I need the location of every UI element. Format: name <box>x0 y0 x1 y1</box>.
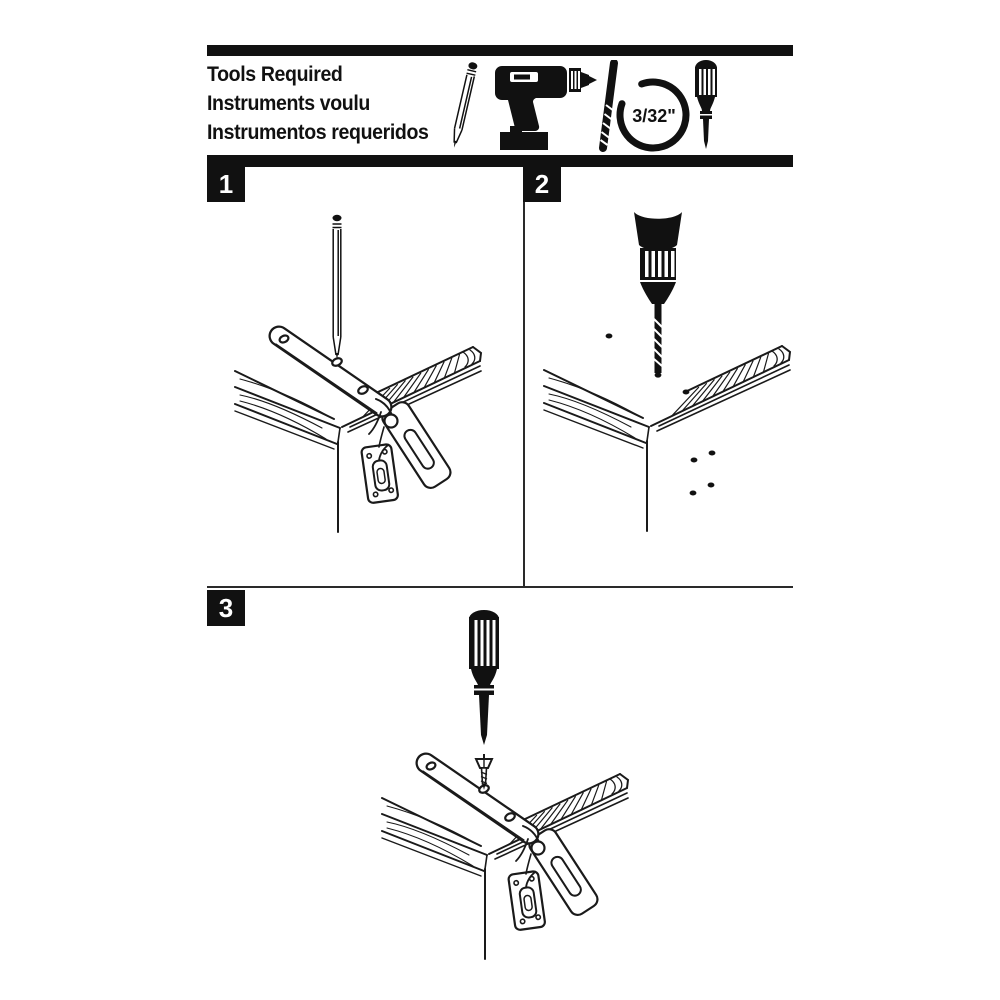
step-3-badge: 3 <box>207 590 245 626</box>
pencil-tool <box>332 214 342 360</box>
step-3-number: 3 <box>218 592 234 623</box>
screwdriver-icon <box>695 60 717 149</box>
wood-corner <box>234 346 482 533</box>
drill-icon <box>495 66 597 150</box>
hinge-assembly <box>276 334 454 503</box>
step-1-badge: 1 <box>207 166 245 202</box>
step-2-badge: 2 <box>523 166 561 202</box>
step-1-number: 1 <box>218 168 234 199</box>
title-line-es: Instrumentos requeridos <box>207 121 429 144</box>
size-ring <box>616 78 690 152</box>
panel-divider-vertical <box>523 167 525 587</box>
pilot-hole-marks <box>605 333 716 496</box>
header-top-bar <box>207 45 793 56</box>
header-bottom-bar <box>207 155 793 167</box>
drill-chuck-tool <box>634 212 682 378</box>
step-2-illustration <box>543 212 791 532</box>
hinge-assembly <box>423 761 601 930</box>
drill-bit-size-label: 3/32" <box>632 106 676 126</box>
screw <box>474 754 494 790</box>
title-line-en: Tools Required <box>207 63 343 86</box>
drill-bit-icon: 3/32" <box>599 60 690 152</box>
screwdriver-tool <box>469 610 499 745</box>
pencil-icon <box>453 62 478 148</box>
panel-divider-horizontal <box>207 586 793 588</box>
wood-corner <box>381 773 629 960</box>
step-3-illustration <box>381 610 629 960</box>
step-1-illustration <box>234 214 482 533</box>
title-line-fr: Instruments voulu <box>207 92 370 115</box>
tools-title: Tools Required Instruments voulu Instrum… <box>207 60 440 147</box>
wood-corner <box>543 345 791 532</box>
step-2-number: 2 <box>534 168 550 199</box>
